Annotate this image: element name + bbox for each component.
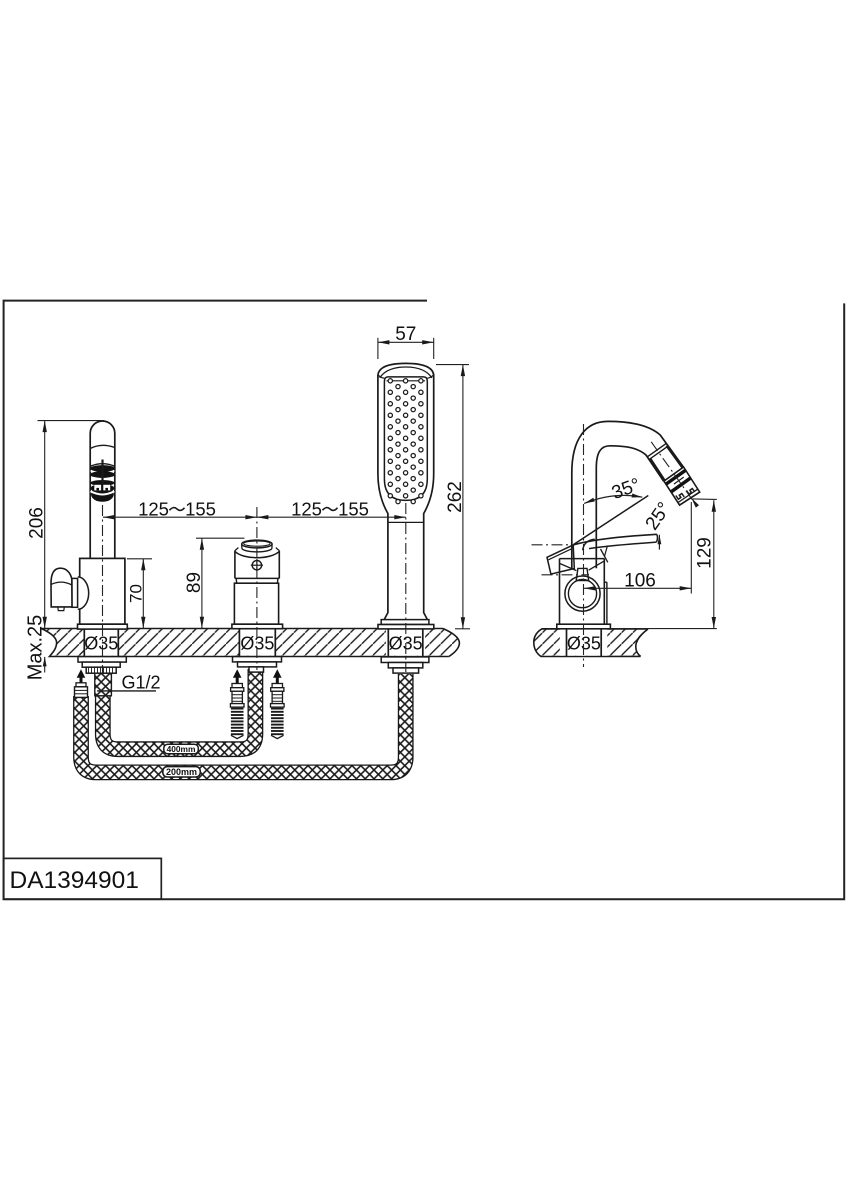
svg-text:Max.25: Max.25 bbox=[25, 615, 47, 681]
svg-text:Ø35: Ø35 bbox=[84, 633, 118, 653]
svg-text:400mm: 400mm bbox=[167, 744, 196, 754]
svg-text:G1/2: G1/2 bbox=[122, 673, 161, 693]
svg-text:200mm: 200mm bbox=[166, 767, 197, 777]
svg-text:155: 155 bbox=[338, 499, 369, 520]
svg-text:155: 155 bbox=[185, 499, 216, 520]
svg-text:106: 106 bbox=[624, 570, 656, 591]
svg-text:89: 89 bbox=[184, 572, 205, 593]
svg-text:129: 129 bbox=[695, 537, 716, 569]
svg-text:57: 57 bbox=[395, 324, 416, 345]
svg-text:DA1394901: DA1394901 bbox=[10, 867, 139, 894]
svg-text:70: 70 bbox=[127, 584, 146, 603]
svg-text:Ø35: Ø35 bbox=[567, 633, 601, 653]
svg-text:262: 262 bbox=[445, 481, 466, 513]
svg-text:125: 125 bbox=[138, 499, 169, 520]
svg-text:125: 125 bbox=[291, 499, 322, 520]
svg-text:206: 206 bbox=[27, 507, 48, 539]
